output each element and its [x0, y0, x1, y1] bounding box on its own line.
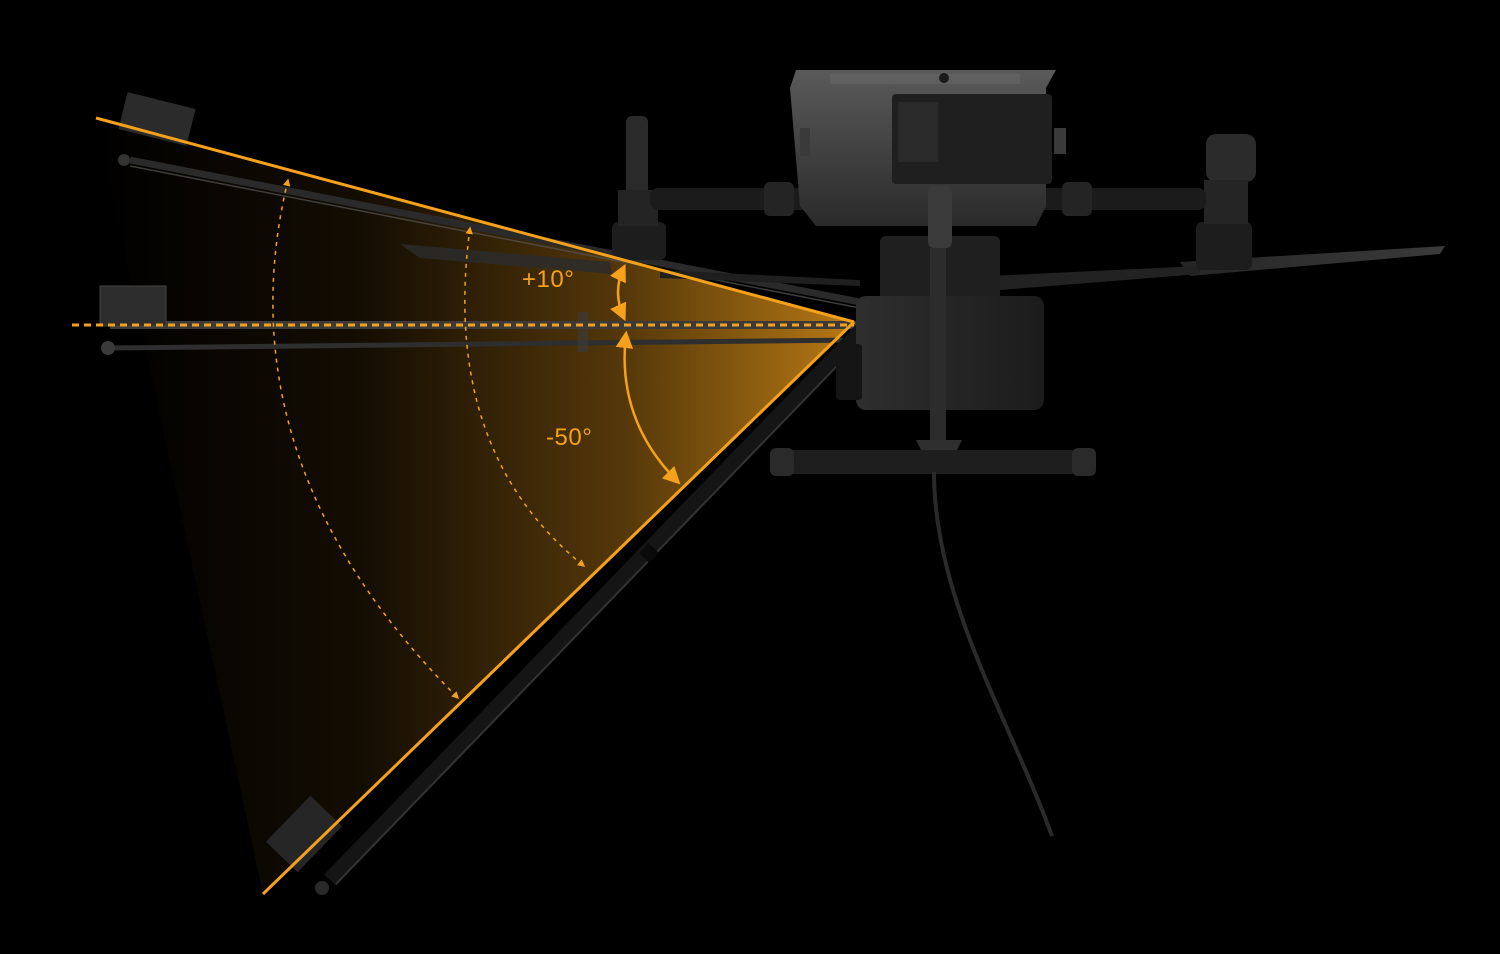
motor-left — [612, 116, 666, 260]
upper-angle-arc — [610, 263, 627, 322]
drone-arms — [650, 182, 1206, 216]
landing-gear — [770, 186, 1096, 476]
tether-cable — [932, 471, 1054, 837]
lower-angle-arc — [615, 330, 681, 485]
lower-angle-label: -50° — [546, 424, 593, 451]
arm-lower-position — [265, 324, 868, 895]
upper-angle-label: +10° — [522, 266, 575, 293]
sweep-arc-inner — [464, 226, 586, 567]
lower-limit-line — [261, 320, 856, 896]
upper-limit-line — [95, 116, 855, 324]
drone-body — [790, 70, 1066, 226]
sweep-arc-outer — [272, 178, 460, 700]
motor-right — [1196, 134, 1256, 270]
